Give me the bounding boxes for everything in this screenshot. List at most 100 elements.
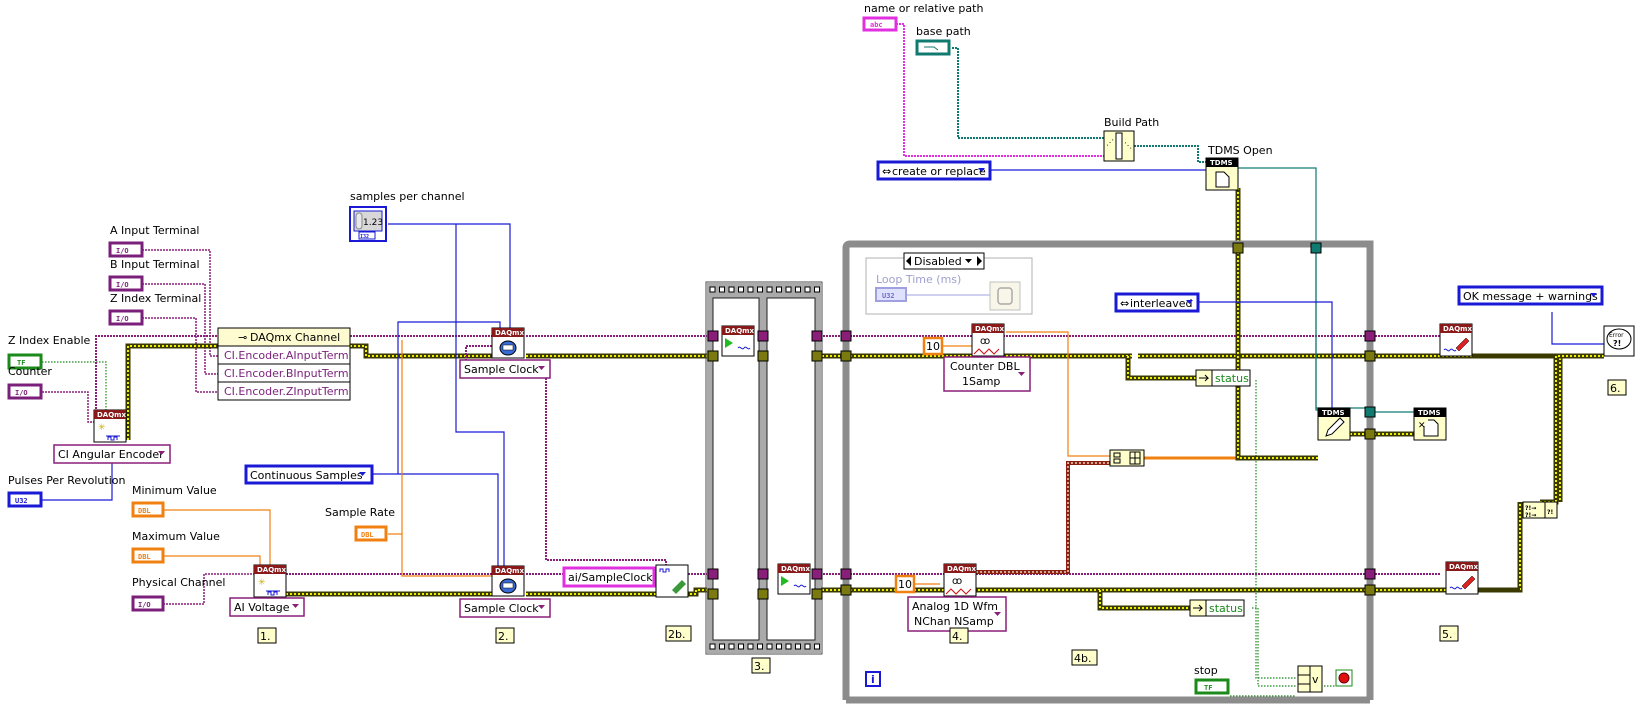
sample-mode-ring[interactable]: Continuous Samples <box>244 464 374 485</box>
daqmx-start-task-top[interactable]: DAQmx <box>721 325 755 357</box>
property-b-input[interactable]: CI.Encoder.BInputTerm <box>224 367 349 380</box>
svg-text:status: status <box>1209 602 1243 615</box>
svg-text:⇔: ⇔ <box>882 165 891 178</box>
loop-time-label: Loop Time (ms) <box>876 273 961 286</box>
tdms-close-node[interactable]: TDMS ✕ <box>1413 407 1447 441</box>
compound-or-node[interactable]: v <box>1297 665 1323 693</box>
operation-ring[interactable]: ⇔ create or replace <box>876 160 992 181</box>
daqmx-read-analog[interactable]: DAQmx ꝏ <box>943 563 977 597</box>
tdms-open-node[interactable]: TDMS <box>1205 157 1239 191</box>
samples-per-channel-label: samples per channel <box>350 190 465 203</box>
disabled-selector[interactable] <box>903 252 985 270</box>
tunnel <box>811 350 823 362</box>
svg-text:U32: U32 <box>15 497 28 505</box>
dialog-type-ring[interactable]: OK message + warnings <box>1457 285 1604 306</box>
samples-per-channel-terminal[interactable]: 1.23 I32 <box>349 206 387 242</box>
svg-text:?!→: ?!→ <box>1525 505 1536 512</box>
board-icon <box>672 580 686 594</box>
svg-text:DAQmx: DAQmx <box>97 411 126 419</box>
base-path-label: base path <box>916 25 971 38</box>
property-z-input[interactable]: CI.Encoder.ZInputTerm <box>224 385 349 398</box>
film-hole <box>785 286 792 293</box>
counter-label: Counter <box>8 365 52 378</box>
iteration-terminal: i <box>865 671 881 687</box>
daqmx-clear-task-top[interactable]: DAQmx <box>1439 323 1473 357</box>
daqmx-read-counter[interactable]: DAQmx ꝏ <box>971 323 1005 357</box>
timeout-constant-bottom[interactable]: 10 <box>894 574 916 594</box>
build-array-node[interactable] <box>1109 449 1145 467</box>
svg-text:Sample Clock: Sample Clock <box>464 602 539 615</box>
minimum-value-terminal[interactable]: DBL <box>131 501 165 518</box>
daqmx-clear-task-bottom[interactable]: DAQmx <box>1445 561 1479 595</box>
wire-waveform <box>972 461 1110 574</box>
pulses-per-revolution-terminal[interactable]: U32 <box>7 491 43 508</box>
maximum-value-terminal[interactable]: DBL <box>131 547 165 564</box>
base-path-terminal[interactable] <box>915 39 951 56</box>
film-hole <box>795 286 801 293</box>
tunnel <box>707 330 719 342</box>
counter-terminal[interactable]: I/O <box>7 383 43 400</box>
sample-rate-terminal[interactable]: DBL <box>354 525 388 542</box>
daqmx-timing-bottom[interactable]: DAQmx <box>491 565 525 597</box>
daqmx-start-task-bottom[interactable]: DAQmx <box>777 563 811 595</box>
wire-name-path <box>896 23 1104 157</box>
wire-base-path <box>952 47 1104 139</box>
unbundle-status-top[interactable]: status <box>1195 369 1251 387</box>
svg-text:DAQmx: DAQmx <box>947 565 976 573</box>
svg-text:DBL: DBL <box>138 507 151 515</box>
unbundle-status-bottom[interactable]: status <box>1189 599 1245 617</box>
sample-clock-ring-bottom[interactable]: Sample Clock <box>459 598 551 618</box>
merge-errors-node[interactable]: ?!→ ?!→ ?! <box>1522 501 1558 519</box>
svg-text:Analog 1D Wfm: Analog 1D Wfm <box>912 600 998 613</box>
daqmx-create-channel-encoder[interactable]: DAQmx ✳ <box>93 409 127 443</box>
name-or-relative-path-terminal[interactable]: abc <box>862 16 898 32</box>
tunnel <box>707 350 719 362</box>
svg-text:DAQmx: DAQmx <box>781 565 810 573</box>
ai-voltage-ring[interactable]: AI Voltage <box>229 597 305 617</box>
analog-1d-wfm-ring[interactable]: Analog 1D Wfm NChan NSamp <box>907 596 1007 632</box>
pulse-icon <box>106 435 120 441</box>
svg-text:I/O: I/O <box>138 601 151 609</box>
svg-text:1.23: 1.23 <box>363 218 383 228</box>
z-index-enable-terminal[interactable]: TF <box>7 353 43 370</box>
counter-dbl-1samp-ring[interactable]: Counter DBL 1Samp <box>943 356 1031 392</box>
daqmx-timing-top[interactable]: DAQmx <box>491 327 525 359</box>
create-icon: ✳ <box>98 423 106 433</box>
property-a-input[interactable]: CI.Encoder.AInputTerm <box>224 349 349 362</box>
daqmx-export-signal[interactable] <box>655 564 689 598</box>
b-input-terminal[interactable]: I/O <box>108 275 144 292</box>
tdms-write-node[interactable]: TDMS <box>1317 407 1351 441</box>
stop-terminal[interactable]: TF <box>1194 678 1230 695</box>
film-hole <box>814 643 820 650</box>
ai-sample-clock-constant[interactable]: ai/SampleClock <box>562 566 656 588</box>
chevron-down-icon <box>1186 300 1193 304</box>
tunnel <box>757 588 769 600</box>
svg-text:NChan NSamp: NChan NSamp <box>914 615 994 628</box>
timeout-constant-top[interactable]: 10 <box>922 336 944 356</box>
wire-z-enable <box>42 361 107 410</box>
film-hole <box>728 643 735 650</box>
svg-text:⇔: ⇔ <box>1120 297 1129 310</box>
daqmx-create-channel-ai[interactable]: DAQmx ✳ <box>253 564 287 598</box>
chevron-down-icon <box>538 366 545 370</box>
chevron-down-icon <box>965 259 972 263</box>
film-hole <box>804 643 811 650</box>
minimum-value-label: Minimum Value <box>132 484 217 497</box>
data-layout-ring[interactable]: ⇔ interleaved <box>1114 292 1200 313</box>
ci-angular-encoder-ring[interactable]: CI Angular Encoder <box>53 444 171 464</box>
build-path-node[interactable]: ⋰ ⋱ <box>1103 130 1135 162</box>
z-index-terminal[interactable]: I/O <box>108 309 144 326</box>
simple-error-handler[interactable]: Error ?! <box>1603 325 1635 357</box>
a-input-terminal[interactable]: I/O <box>108 241 144 258</box>
daqmx-channel-property-node[interactable]: ⊸ DAQmx Channel CI.Encoder.AInputTerm CI… <box>217 327 351 401</box>
loop-stop-condition[interactable] <box>1335 669 1353 687</box>
tunnel <box>811 568 823 580</box>
while-loop-structure[interactable] <box>842 240 1374 704</box>
svg-text:TDMS: TDMS <box>1322 409 1345 417</box>
svg-text:?!: ?! <box>1613 339 1621 348</box>
svg-text:10: 10 <box>898 578 912 591</box>
physical-channel-terminal[interactable]: I/O <box>131 595 165 612</box>
sample-clock-ring-top[interactable]: Sample Clock <box>459 359 551 379</box>
path-icon <box>924 46 939 51</box>
